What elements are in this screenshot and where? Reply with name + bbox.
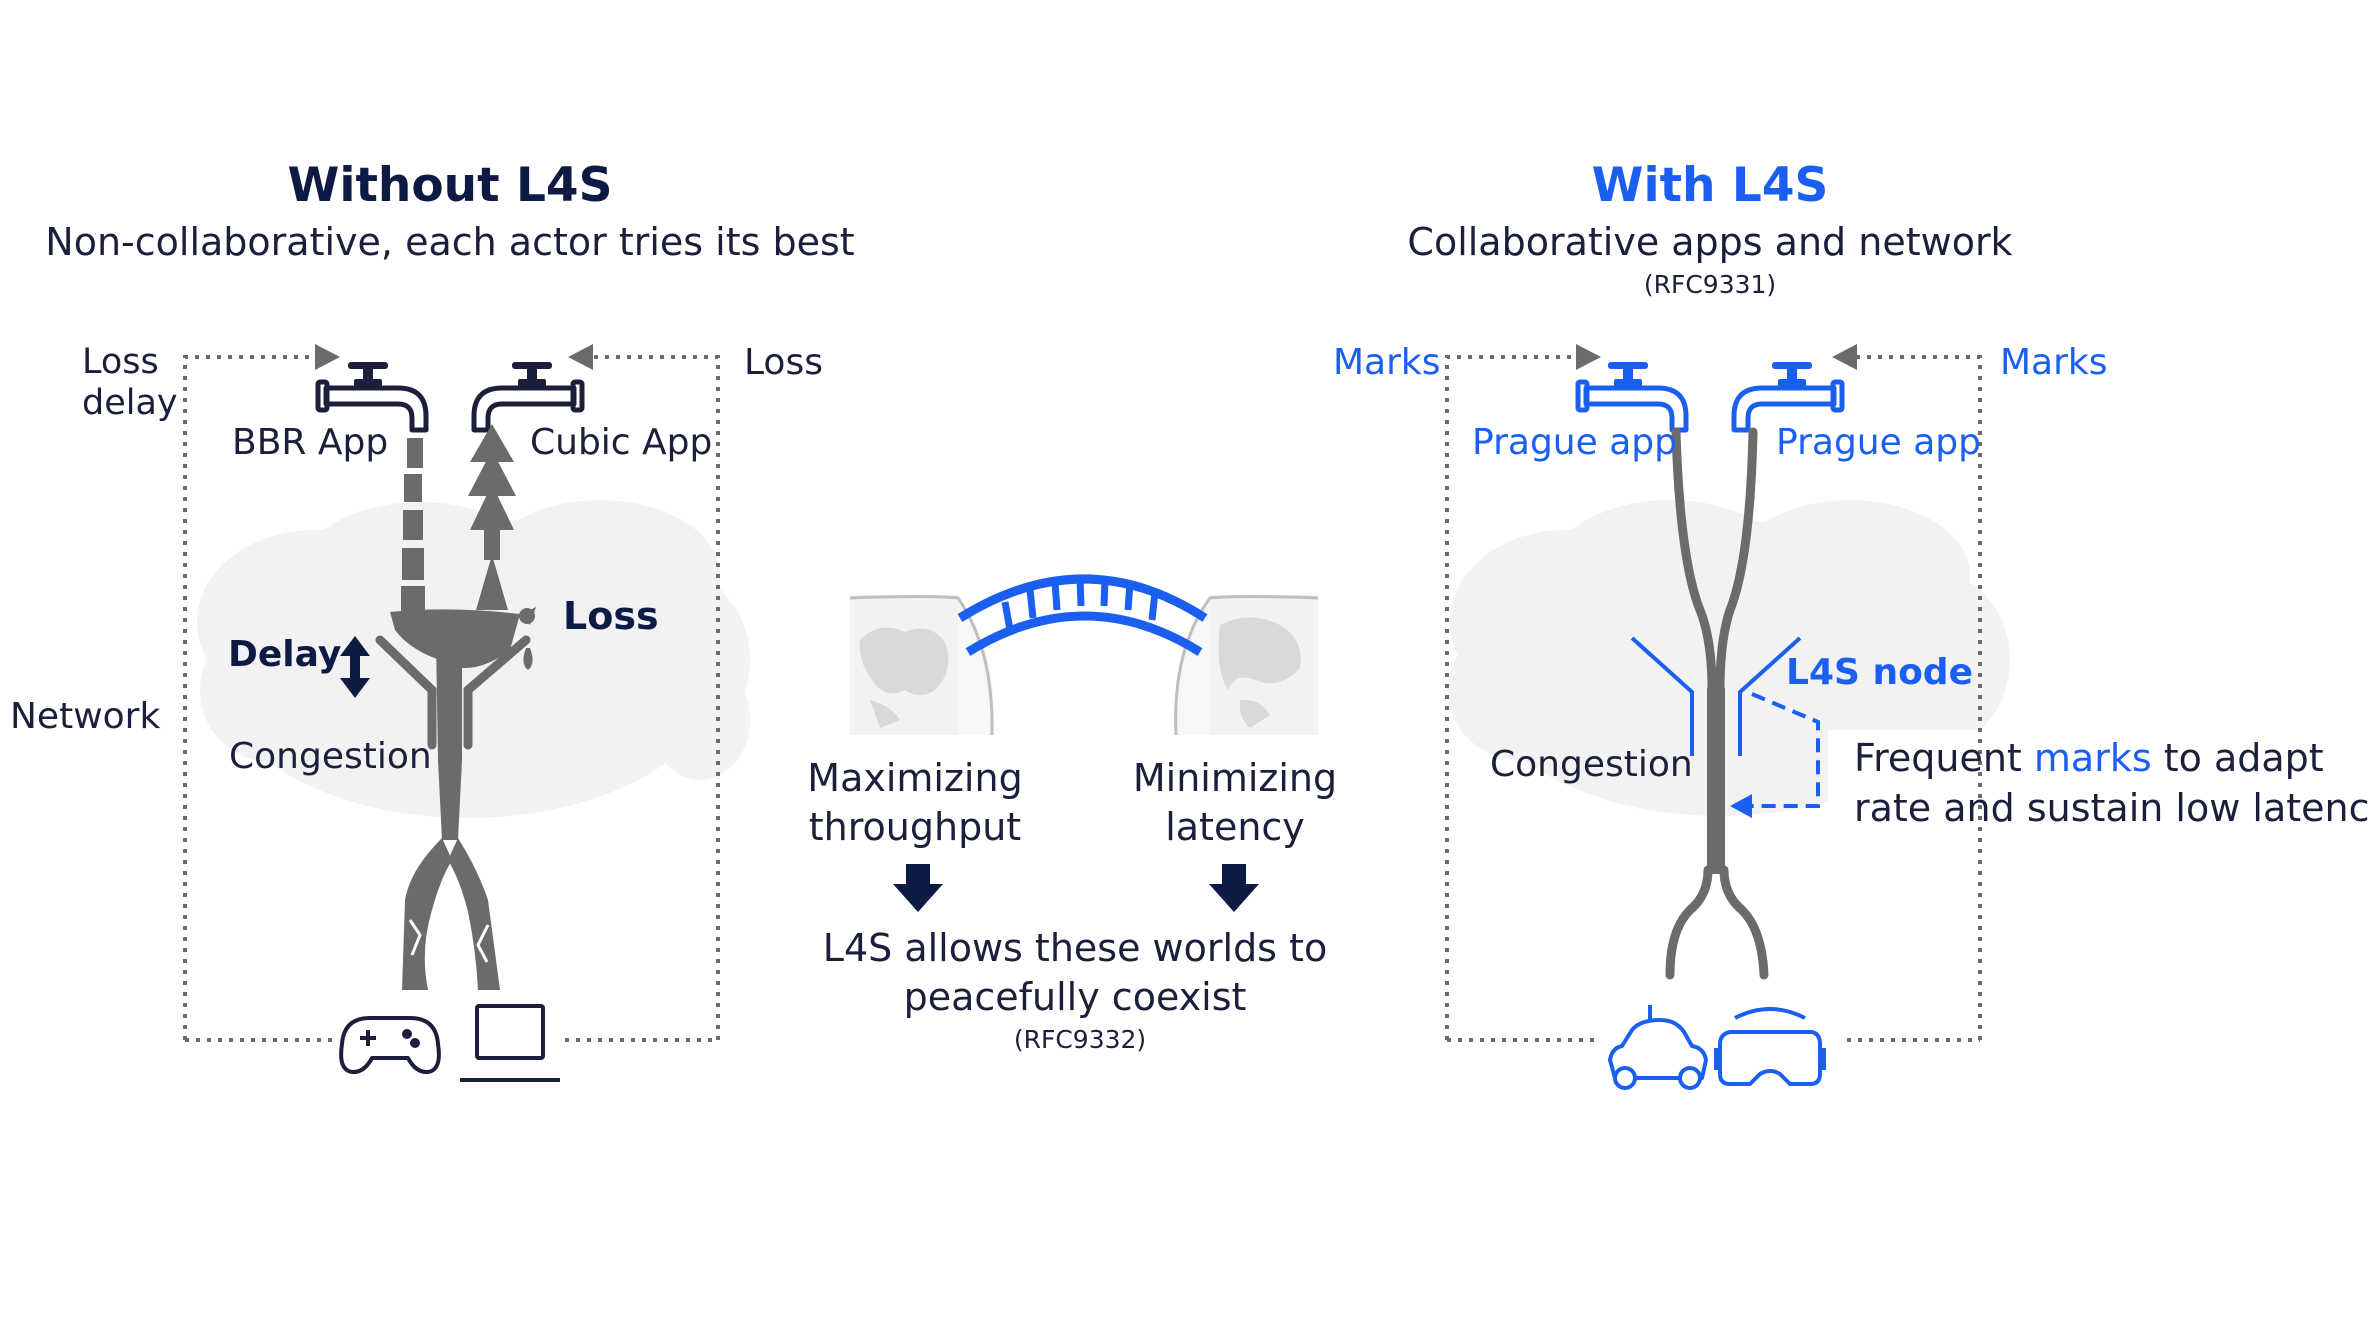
loss-bold-label: Loss bbox=[563, 594, 659, 638]
coexist-text: L4S allows these worlds to peacefully co… bbox=[822, 926, 1328, 1020]
right-arrow-head-2 bbox=[1832, 344, 1857, 370]
rfc9331-label: (RFC9331) bbox=[1643, 270, 1777, 299]
network-label: Network bbox=[10, 696, 161, 737]
maximizing-label: Maximizing throughput bbox=[807, 756, 1023, 850]
loss-label: Loss bbox=[744, 342, 823, 383]
right-subtitle: Collaborative apps and network bbox=[1407, 220, 2013, 264]
left-network-cloud bbox=[197, 500, 750, 818]
bbr-stream bbox=[401, 438, 425, 620]
left-funnel-pool bbox=[390, 609, 520, 668]
l4s-node-funnel bbox=[1630, 636, 1802, 756]
laptop-icon bbox=[460, 1004, 560, 1082]
left-congestion-label: Congestion bbox=[229, 736, 432, 777]
double-arrow-icon bbox=[340, 636, 370, 698]
l4s-node-label: L4S node bbox=[1786, 652, 1973, 693]
cubic-app-label: Cubic App bbox=[530, 422, 713, 463]
left-arrow-head-2 bbox=[568, 344, 593, 370]
car-icon bbox=[1608, 1005, 1708, 1090]
vr-headset-icon bbox=[1714, 1007, 1826, 1086]
prague-app-right-label: Prague app bbox=[1776, 422, 1981, 463]
faucet-icon bbox=[1734, 362, 1842, 430]
prague-streams bbox=[1665, 427, 1769, 980]
mark-feedback-arrow bbox=[1751, 692, 1820, 808]
down-arrow-icon bbox=[1209, 864, 1259, 912]
right-boundary bbox=[1445, 355, 1982, 1042]
right-arrow-head-1 bbox=[1576, 344, 1601, 370]
left-title: Without L4S bbox=[287, 158, 613, 213]
bridge-icon bbox=[957, 574, 1208, 656]
delay-label: Delay bbox=[228, 634, 342, 675]
frequent-marks-line1: Frequent marks to adapt bbox=[1854, 736, 2324, 780]
down-arrow-icon bbox=[893, 864, 943, 912]
frequent-marks-line2: rate and sustain low latency bbox=[1854, 786, 2369, 830]
cubic-stream bbox=[468, 424, 516, 610]
prague-app-left-label: Prague app bbox=[1472, 422, 1677, 463]
left-funnel bbox=[375, 635, 531, 750]
left-congestion-stream bbox=[436, 640, 462, 840]
globe-icon bbox=[849, 595, 994, 736]
minimizing-label: Minimizing latency bbox=[1132, 756, 1338, 850]
gamepad-icon bbox=[339, 1016, 441, 1075]
globe-icon bbox=[1174, 595, 1319, 736]
rfc9332-label: (RFC9332) bbox=[1013, 1025, 1147, 1054]
bbr-app-label: BBR App bbox=[232, 422, 389, 463]
faucet-icon bbox=[474, 362, 582, 430]
left-boundary bbox=[183, 355, 720, 1042]
right-congestion-label: Congestion bbox=[1490, 744, 1693, 785]
left-splash-2 bbox=[519, 608, 535, 624]
left-stream-down-2 bbox=[448, 838, 500, 990]
marks-highlight: marks bbox=[2033, 736, 2152, 780]
right-title: With L4S bbox=[1591, 158, 1829, 213]
left-stream-down-1 bbox=[402, 838, 452, 990]
loss-delay-label: Loss delay bbox=[82, 342, 178, 423]
left-subtitle: Non-collaborative, each actor tries its … bbox=[45, 220, 855, 264]
left-splash-3 bbox=[523, 648, 533, 670]
faucet-icon bbox=[318, 362, 426, 430]
faucet-icon bbox=[1578, 362, 1686, 430]
left-arrow-head-1 bbox=[315, 344, 340, 370]
marks-right-label: Marks bbox=[2000, 342, 2108, 383]
marks-left-label: Marks bbox=[1333, 342, 1441, 383]
right-congestion-stream bbox=[1707, 688, 1725, 874]
